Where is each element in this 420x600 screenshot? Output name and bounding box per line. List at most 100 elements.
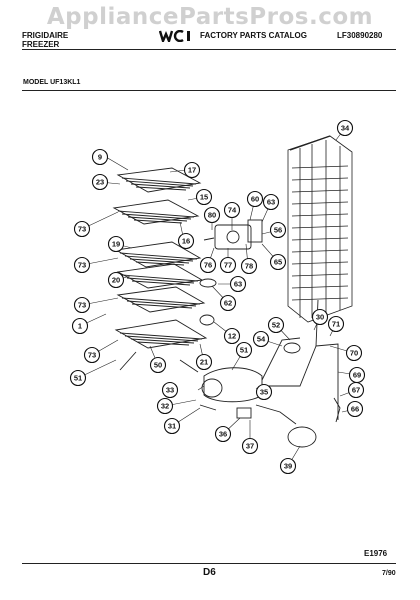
brand-block: FRIGIDAIRE FREEZER xyxy=(22,31,68,49)
leader-lines xyxy=(77,127,358,467)
page-number: D6 xyxy=(203,567,216,578)
svg-text:37: 37 xyxy=(246,442,254,451)
svg-text:23: 23 xyxy=(96,178,104,187)
callout-15: 15 xyxy=(195,188,213,206)
callout-67: 67 xyxy=(347,381,365,399)
svg-text:39: 39 xyxy=(284,462,292,471)
svg-text:20: 20 xyxy=(112,276,120,285)
wci-logo-icon xyxy=(159,30,195,42)
compressor-assembly xyxy=(119,299,341,448)
svg-text:33: 33 xyxy=(166,386,174,395)
callout-77: 77 xyxy=(219,256,237,274)
svg-text:1: 1 xyxy=(78,322,82,331)
callout-1: 1 xyxy=(71,317,89,335)
callout-32: 32 xyxy=(156,397,174,415)
callout-63-mid: 63 xyxy=(229,275,247,293)
callout-9: 9 xyxy=(91,148,109,166)
svg-text:69: 69 xyxy=(353,371,361,380)
brand-line2: FREEZER xyxy=(22,40,60,49)
svg-text:30: 30 xyxy=(316,313,324,322)
shelf-group xyxy=(112,167,208,349)
evaporator-coil xyxy=(287,135,353,323)
svg-text:66: 66 xyxy=(351,405,359,414)
callout-50: 50 xyxy=(149,356,167,374)
svg-text:73: 73 xyxy=(88,351,96,360)
callout-31: 31 xyxy=(163,417,181,435)
svg-text:67: 67 xyxy=(352,386,360,395)
callout-66: 66 xyxy=(346,400,364,418)
svg-text:52: 52 xyxy=(272,321,280,330)
callout-23: 23 xyxy=(91,173,109,191)
svg-text:31: 31 xyxy=(168,422,176,431)
brand-line1: FRIGIDAIRE xyxy=(22,31,69,40)
svg-text:73: 73 xyxy=(78,301,86,310)
callout-80: 80 xyxy=(203,206,221,224)
model-rule xyxy=(22,90,396,91)
callout-36: 36 xyxy=(214,425,232,443)
callout-39: 39 xyxy=(279,457,297,475)
callout-65: 65 xyxy=(269,253,287,271)
svg-text:35: 35 xyxy=(260,388,268,397)
callout-52: 52 xyxy=(267,316,285,334)
callout-73: 73 xyxy=(73,220,91,238)
callout-34: 34 xyxy=(336,119,354,137)
svg-text:32: 32 xyxy=(161,402,169,411)
date: 7/90 xyxy=(382,570,396,577)
catalog-title: FACTORY PARTS CATALOG xyxy=(200,31,307,40)
header-rule xyxy=(22,49,396,50)
callout-35: 35 xyxy=(255,383,273,401)
callout-73-d: 73 xyxy=(83,346,101,364)
figure-code: E1976 xyxy=(364,549,388,558)
callout-17: 17 xyxy=(183,161,201,179)
callout-74: 74 xyxy=(223,201,241,219)
callout-73-b: 73 xyxy=(73,256,91,274)
callout-19: 19 xyxy=(107,235,125,253)
svg-text:15: 15 xyxy=(200,193,208,202)
callout-70: 70 xyxy=(345,344,363,362)
callout-12: 12 xyxy=(223,327,241,345)
callout-60: 60 xyxy=(246,190,264,208)
footer-rule xyxy=(22,563,396,564)
control-assembly xyxy=(199,219,263,326)
callout-62: 62 xyxy=(219,294,237,312)
svg-text:74: 74 xyxy=(228,206,237,215)
svg-text:56: 56 xyxy=(274,226,282,235)
svg-text:73: 73 xyxy=(78,261,86,270)
callout-69: 69 xyxy=(348,366,366,384)
callout-51-a: 51 xyxy=(235,341,253,359)
svg-text:21: 21 xyxy=(200,358,208,367)
svg-text:12: 12 xyxy=(228,332,236,341)
svg-text:16: 16 xyxy=(182,237,190,246)
callout-51-b: 51 xyxy=(69,369,87,387)
svg-text:73: 73 xyxy=(78,225,86,234)
svg-text:60: 60 xyxy=(251,195,259,204)
svg-text:80: 80 xyxy=(208,211,216,220)
callout-37: 37 xyxy=(241,437,259,455)
svg-text:63: 63 xyxy=(234,280,242,289)
svg-text:34: 34 xyxy=(341,124,350,133)
callout-73-c: 73 xyxy=(73,296,91,314)
svg-text:70: 70 xyxy=(350,349,358,358)
svg-text:50: 50 xyxy=(154,361,162,370)
svg-text:63: 63 xyxy=(267,198,275,207)
svg-text:36: 36 xyxy=(219,430,227,439)
callout-21: 21 xyxy=(195,353,213,371)
callout-16: 16 xyxy=(177,232,195,250)
svg-text:19: 19 xyxy=(112,240,120,249)
watermark: AppliancePartsPros.com xyxy=(46,4,374,30)
svg-text:76: 76 xyxy=(204,261,212,270)
callout-20: 20 xyxy=(107,271,125,289)
callout-63-top: 63 xyxy=(262,193,280,211)
callout-76: 76 xyxy=(199,256,217,274)
svg-text:77: 77 xyxy=(224,261,232,270)
svg-text:62: 62 xyxy=(224,299,232,308)
svg-text:65: 65 xyxy=(274,258,282,267)
svg-text:9: 9 xyxy=(98,153,102,162)
callout-71: 71 xyxy=(327,315,345,333)
catalog-code: LF30890280 xyxy=(337,31,383,40)
callout-30: 30 xyxy=(311,308,329,326)
svg-text:71: 71 xyxy=(332,320,340,329)
callout-54: 54 xyxy=(252,330,270,348)
svg-text:54: 54 xyxy=(257,335,266,344)
